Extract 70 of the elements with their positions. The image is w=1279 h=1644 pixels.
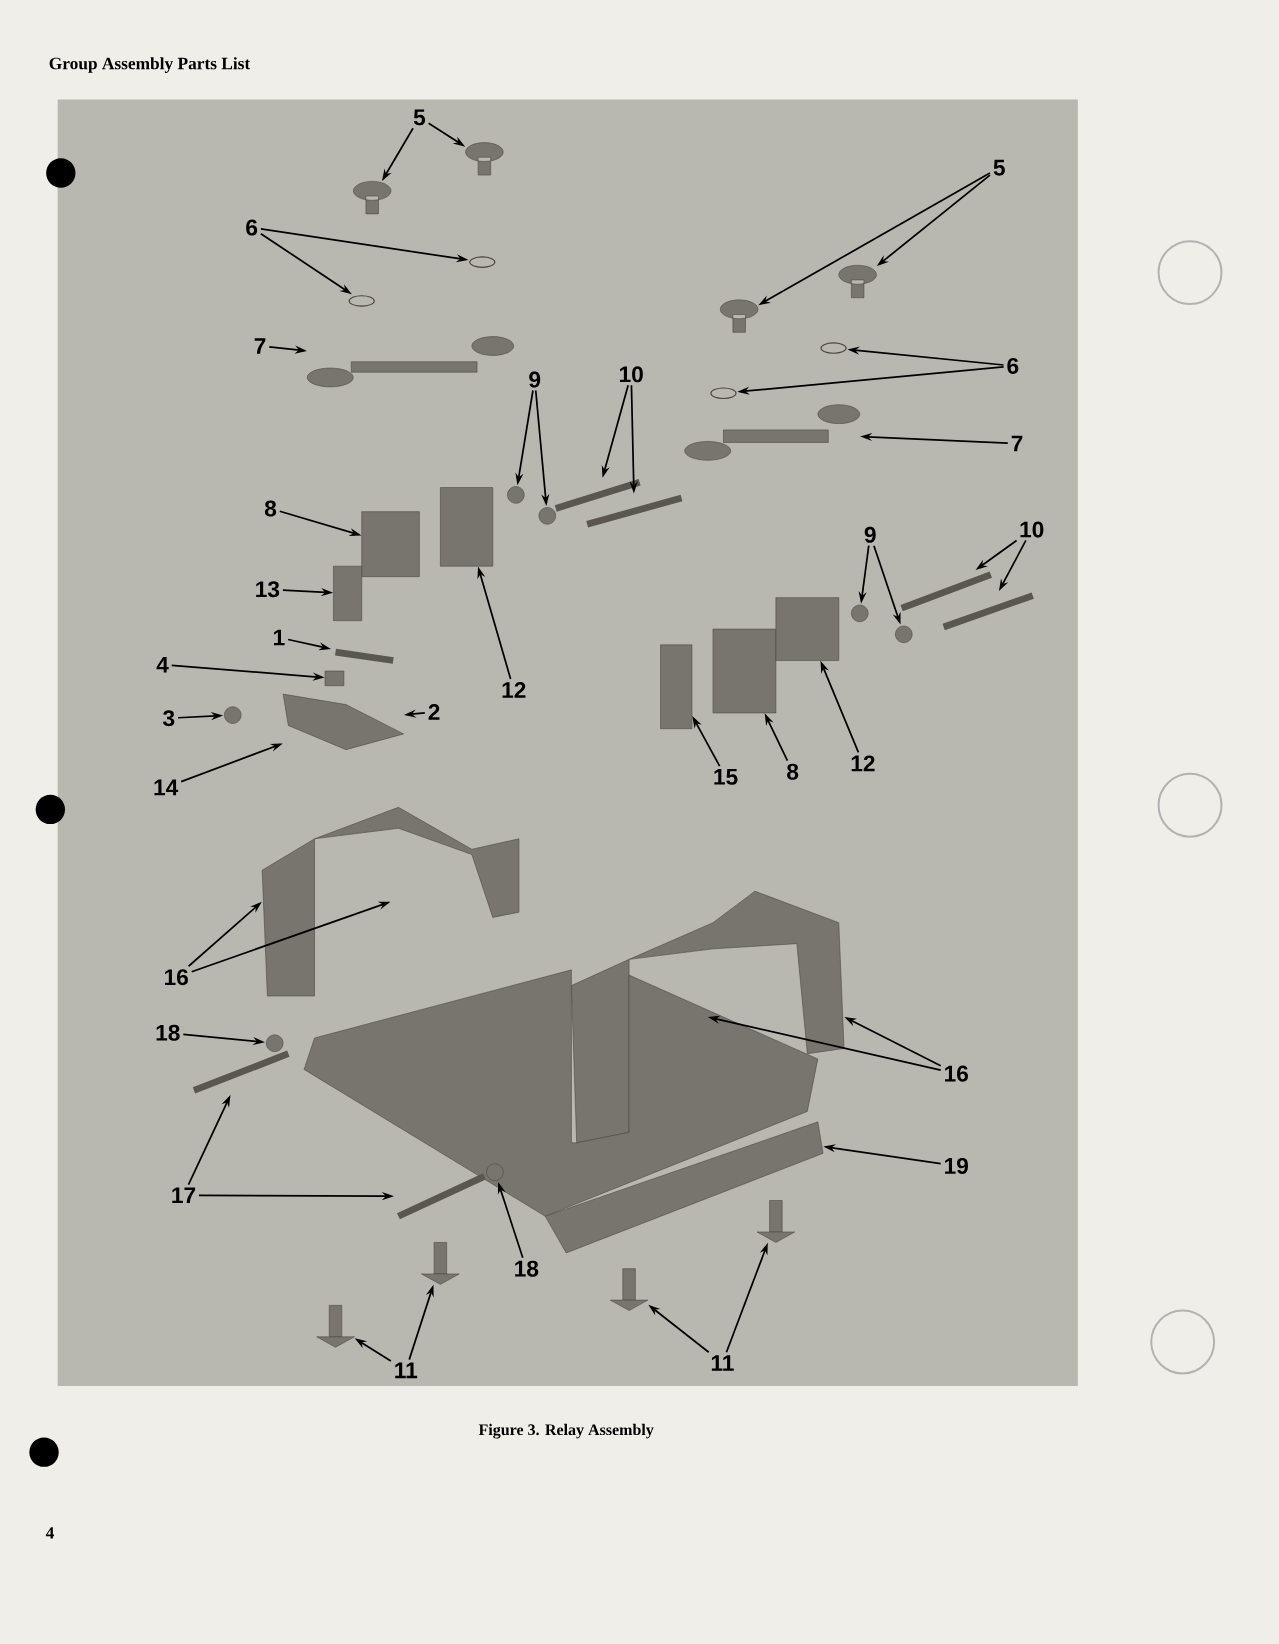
screw: [353, 181, 392, 215]
nut: [538, 507, 556, 525]
relay-frame: [775, 597, 839, 661]
page-number: 4: [45, 1527, 54, 1539]
callout-number: 16: [164, 969, 188, 986]
small-screw: [324, 670, 345, 686]
screw: [838, 265, 877, 299]
callout-number: 6: [1007, 357, 1019, 374]
contact-arm: [282, 693, 404, 750]
terminal-strip: [306, 336, 514, 388]
relay-coil: [361, 511, 420, 577]
base-plate: [303, 969, 824, 1254]
callout-number: 16: [944, 1065, 968, 1082]
bolt: [900, 571, 992, 612]
flat-head-screw: [756, 1200, 795, 1243]
callout-number: 15: [714, 769, 738, 785]
lock-washer: [348, 295, 375, 307]
callout-number: 1: [273, 629, 285, 646]
callout-number: 6: [246, 219, 258, 236]
lock-washer: [820, 342, 847, 354]
bracket: [571, 890, 845, 1144]
callout-number: 8: [787, 763, 799, 780]
callout-number: 4: [156, 656, 169, 673]
callout-number: 2: [428, 704, 440, 720]
bolt: [192, 1050, 290, 1094]
relay-frame: [440, 487, 493, 567]
flat-head-screw: [316, 1305, 355, 1348]
running-header: Group Assembly Parts List: [49, 57, 251, 73]
spring: [334, 648, 394, 664]
callout-number: 10: [619, 366, 643, 383]
bolt: [942, 592, 1034, 631]
screw: [719, 299, 759, 333]
callout-number: 9: [864, 526, 876, 543]
callout-number: 12: [851, 755, 875, 772]
nut: [507, 486, 525, 504]
callout-number: 11: [395, 1362, 418, 1379]
callout-number: 14: [154, 779, 179, 796]
bracket: [261, 807, 520, 997]
callout-number: 19: [944, 1157, 968, 1174]
callout-number: 13: [256, 581, 280, 598]
callout-number: 10: [1020, 521, 1044, 538]
bolt: [396, 1173, 486, 1220]
lock-washer: [710, 387, 737, 399]
callout-number: 18: [156, 1024, 180, 1041]
terminal-strip: [684, 404, 860, 461]
callout-number: 12: [502, 682, 526, 698]
relay-coil: [712, 628, 777, 714]
callout-number: 3: [162, 710, 175, 727]
callout-number: 17: [172, 1187, 195, 1204]
lock-washer: [469, 256, 496, 268]
bolt: [554, 479, 641, 512]
nut: [851, 604, 869, 622]
bolt: [586, 494, 683, 528]
flat-head-screw: [609, 1268, 649, 1311]
nut: [895, 625, 913, 643]
spacer: [333, 565, 362, 621]
callout-number: 5: [413, 109, 425, 126]
callout-number: 7: [1011, 435, 1023, 452]
callout-number: 11: [711, 1355, 734, 1371]
callout-number: 9: [529, 371, 541, 388]
nut: [266, 1034, 284, 1052]
callout-number: 5: [993, 159, 1005, 176]
callout-number: 7: [254, 338, 266, 354]
figure-caption: Figure 3. Relay Assembly: [478, 1423, 654, 1439]
callout-number: 18: [515, 1260, 539, 1277]
callout-number: 8: [264, 500, 277, 517]
screw: [465, 142, 504, 176]
nut: [224, 706, 242, 724]
flat-head-screw: [421, 1242, 460, 1285]
spacer: [660, 644, 693, 729]
